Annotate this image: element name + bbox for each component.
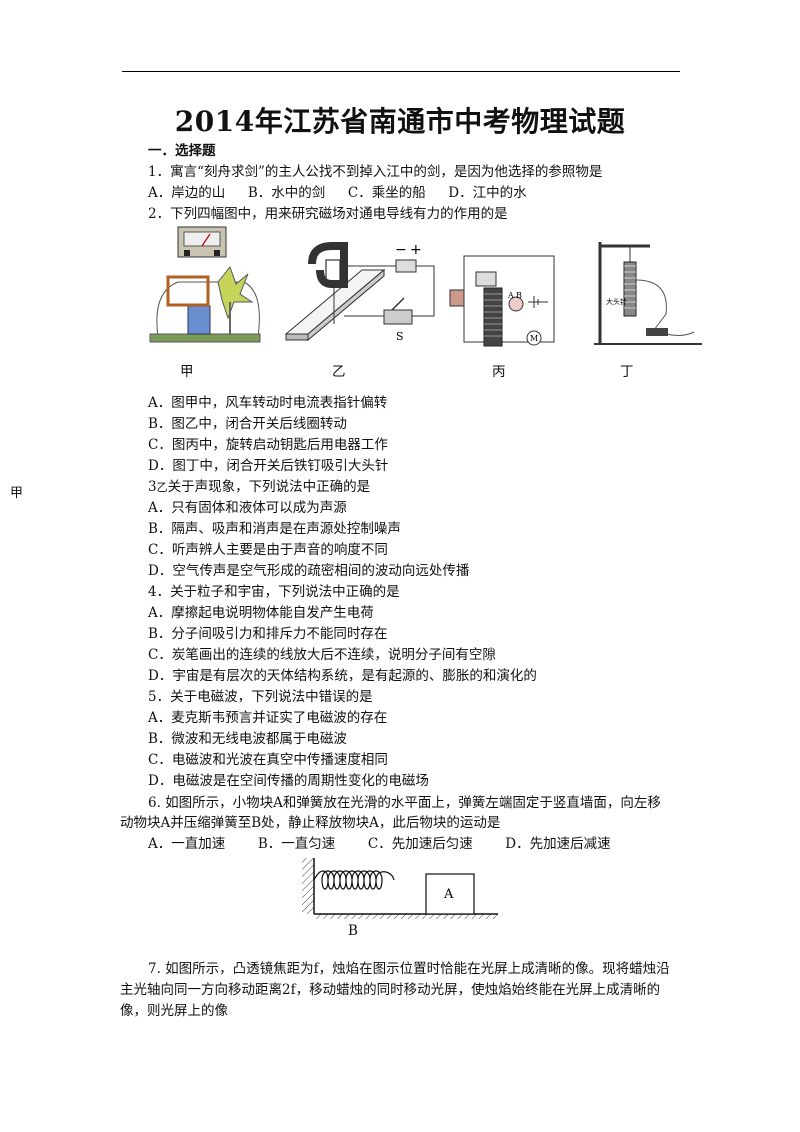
figure-jia — [149, 226, 261, 343]
q6-stem-line2: 动物块A并压缩弹簧至B处，静止释放物块A，此后物块的运动是 — [120, 815, 501, 831]
top-rule — [122, 71, 680, 72]
q7-stem-line1: 7. 如图所示，凸透镜焦距为f，烛焰在图示位置时恰能在光屏上成清晰的像。现将蜡烛… — [148, 961, 670, 977]
q7-stem-line3: 像，则光屏上的像 — [120, 1003, 228, 1019]
q3-stem: 3乙关于声现象，下列说法中正确的是 — [148, 478, 370, 497]
q6-option-c: C．先加速后匀速 — [367, 836, 473, 852]
q3-option-c: C．听声辨人主要是由于声音的响度不同 — [148, 542, 388, 558]
q1-stem: 1．寓言“刻舟求剑”的主人公找不到掉入江中的剑，是因为他选择的参照物是 — [148, 164, 603, 180]
q3-option-d: D．空气传声是空气形成的疏密相间的波动向远处传播 — [148, 563, 470, 579]
caption-yi: 乙 — [332, 364, 346, 380]
q1-option-c: C．乘坐的船 — [347, 185, 426, 201]
q6-option-a: A．一直加速 — [148, 836, 226, 852]
caption-ding: 丁 — [620, 364, 634, 380]
q3-option-b: B．隔声、吸声和消声是在声源处控制噪声 — [148, 521, 401, 537]
q2-option-c: C．图丙中，旋转启动钥匙后用电器工作 — [148, 437, 388, 453]
q6-option-b: B．一直匀速 — [257, 836, 336, 852]
battery-plus: + — [410, 242, 422, 258]
q3-number: 3 — [148, 479, 157, 495]
q1-options: A．岸边的山 B．水中的剑 C．乘坐的船 D．江中的水 — [148, 184, 527, 202]
q2-option-a: A．图甲中，风车转动时电流表指针偏转 — [148, 395, 388, 411]
q2-stem: 2．下列四幅图中，用来研究磁场对通电导线有力的作用的是 — [148, 206, 508, 222]
contact-b: B — [516, 291, 522, 300]
motor-label: M — [530, 334, 538, 343]
q4-option-d: D．宇宙是有层次的天体结构系统，是有起源的、膨胀的和演化的 — [148, 668, 537, 684]
figure-yi: − + S — [284, 242, 435, 343]
q5-option-c: C．电磁波和光波在真空中传播速度相同 — [148, 752, 388, 768]
q4-option-a: A．摩擦起电说明物体能自发产生电荷 — [148, 605, 374, 621]
switch-label: S — [396, 330, 404, 343]
page-title: 2014年江苏省南通市中考物理试题 — [174, 105, 626, 138]
q1-option-b: B．水中的剑 — [247, 185, 326, 201]
q2-option-d: D．图丁中，闭合开关后铁钉吸引大头针 — [148, 458, 389, 474]
figure-ding: 大头针 — [594, 242, 702, 345]
figure-spring-block: A — [302, 858, 498, 919]
q1-option-a: A．岸边的山 — [148, 185, 226, 201]
side-label: 甲 — [10, 486, 24, 501]
q5-option-b: B．微波和无线电波都属于电磁波 — [148, 731, 347, 747]
q6-stem-line1: 6. 如图所示，小物块A和弹簧放在光滑的水平面上，弹簧左端固定于竖直墙面，向左移 — [148, 795, 661, 811]
block-a-label: A — [443, 887, 454, 902]
section-heading: 一．选择题 — [148, 143, 216, 159]
q5-option-d: D．电磁波是在空间传播的周期性变化的电磁场 — [148, 773, 429, 789]
q6-options: A．一直加速 B．一直匀速 C．先加速后匀速 D．先加速后减速 — [148, 835, 611, 853]
q4-option-b: B．分子间吸引力和排斥力不能同时存在 — [148, 626, 388, 642]
q6-option-d: D．先加速后减速 — [505, 836, 611, 852]
q4-stem: 4．关于粒子和宇宙，下列说法中正确的是 — [148, 584, 400, 600]
q5-stem: 5．关于电磁波，下列说法中错误的是 — [148, 689, 373, 705]
q1-option-d: D．江中的水 — [448, 185, 527, 201]
q3-option-a: A．只有固体和液体可以成为声源 — [148, 500, 347, 516]
q3-stray-mark: 乙 — [156, 481, 168, 494]
q2-option-b: B．图乙中，闭合开关后线圈转动 — [148, 416, 347, 432]
q3-stem-text: 关于声现象，下列说法中正确的是 — [167, 479, 371, 495]
contact-a: A — [507, 291, 514, 300]
q4-option-c: C．炭笔画出的连续的线放大后不连续，说明分子间有空隙 — [148, 647, 496, 663]
caption-jia: 甲 — [180, 364, 194, 380]
q5-option-a: A．麦克斯韦预言并证实了电磁波的存在 — [148, 710, 388, 726]
figure-bing: A B M — [449, 255, 555, 347]
nail-label: 大头针 — [606, 297, 627, 306]
point-b-label: B — [348, 923, 358, 939]
q7-stem-line2: 主光轴向同一方向移动距离2f，移动蜡烛的同时移动光屏，使烛焰始终能在光屏上成清晰… — [120, 982, 661, 998]
battery-minus: − — [395, 242, 407, 258]
caption-bing: 丙 — [492, 364, 506, 380]
